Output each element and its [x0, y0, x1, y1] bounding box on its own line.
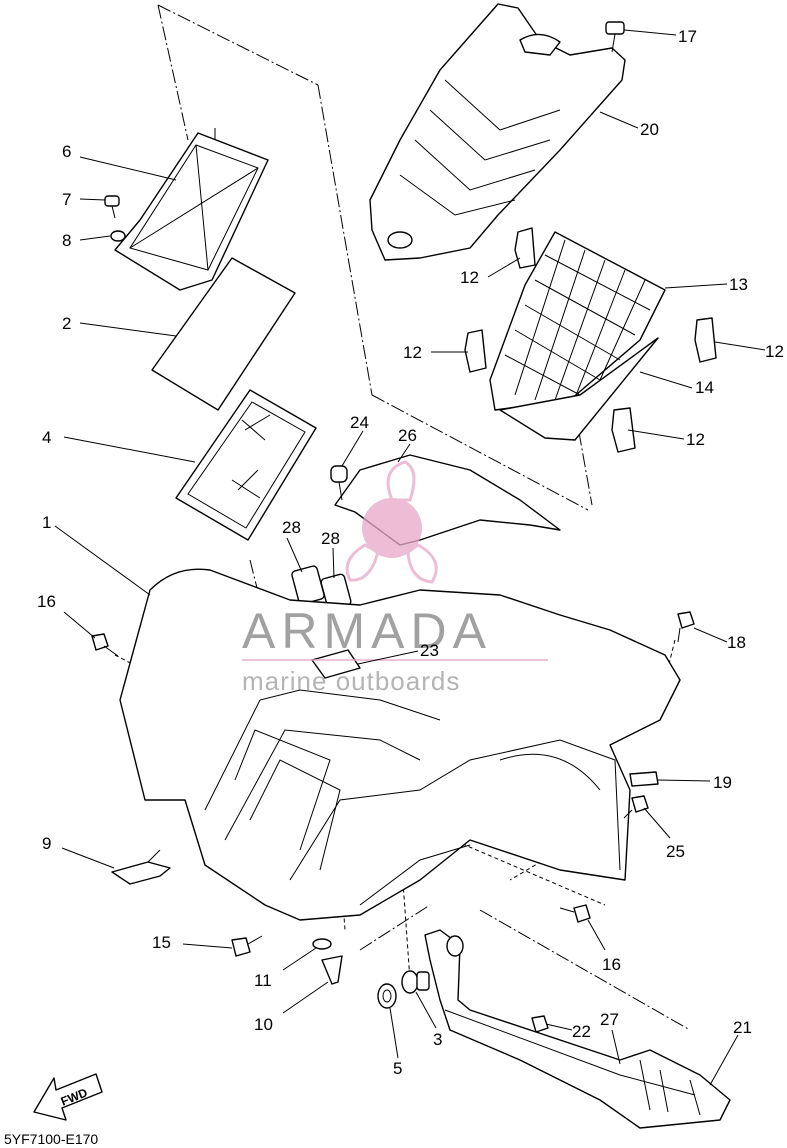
watermark-subtitle: marine outboards [242, 666, 460, 696]
callout-26: 25 [666, 842, 685, 861]
part-6-airbox-frame [114, 128, 269, 291]
part-9-wire-bundle [111, 849, 171, 885]
part-19-front-top-cover [369, 3, 626, 261]
callout-18: 19 [713, 773, 732, 792]
callout-24: 21 [733, 1018, 752, 1037]
part-11-washer [312, 938, 332, 950]
callout-23: 24 [350, 413, 369, 432]
part-23-rivet [330, 465, 348, 501]
part-21-clip [311, 649, 361, 679]
part-8-washer [110, 230, 126, 242]
fwd-direction-arrow: FWD [33, 1073, 103, 1121]
callout-14: 14 [695, 378, 714, 397]
part-20-screw [605, 21, 625, 53]
callout-28-right: 28 [321, 529, 340, 548]
watermark-title: ARMADA [242, 603, 492, 659]
callout-5: 5 [393, 1059, 402, 1078]
callout-labels: 6 7 8 2 4 1 16 9 15 11 10 5 3 22 27 21 1… [37, 27, 784, 1078]
callout-6: 6 [62, 142, 71, 161]
part-10-cap [321, 955, 343, 985]
callout-11: 11 [254, 971, 272, 990]
callout-8: 8 [62, 231, 71, 250]
part-16-bolt-right [559, 904, 591, 923]
part-18-bracket [629, 771, 659, 787]
callout-22: 26 [398, 426, 417, 445]
part-17-bolt [677, 611, 695, 643]
callout-19: 20 [640, 120, 659, 139]
drawing-code: 5YF7100-E170 [4, 1131, 98, 1147]
part-4-mesh-frame [175, 389, 317, 541]
part-15-bolt [231, 935, 263, 957]
part-7-screw [104, 195, 120, 219]
callout-13: 13 [729, 275, 748, 294]
callout-2: 2 [62, 314, 71, 333]
callout-12-bottom: 12 [686, 430, 705, 449]
callout-25: 22 [572, 1022, 591, 1041]
callout-12-left: 12 [403, 343, 422, 362]
callout-1: 1 [42, 513, 51, 532]
callout-20: 17 [678, 27, 697, 46]
callout-7: 7 [62, 190, 71, 209]
part-14-grill-backing [499, 337, 659, 441]
callout-leaders [54, 29, 766, 1086]
callout-15: 15 [152, 933, 171, 952]
callout-28-left: 28 [282, 518, 301, 537]
part-1-front-fender [119, 568, 681, 921]
armada-logo-mark [345, 460, 438, 584]
part-3-grommet [401, 970, 430, 994]
callout-16-right: 16 [602, 955, 621, 974]
callout-16-left: 16 [37, 592, 56, 611]
part-2-plate [151, 257, 296, 411]
callout-21: 23 [420, 641, 439, 660]
part-5-grommet [377, 983, 397, 1009]
part-24-front-guard [424, 929, 731, 1129]
callout-4: 4 [42, 428, 51, 447]
callout-27: 27 [600, 1010, 619, 1029]
callout-10: 10 [254, 1015, 273, 1034]
part-28-dampers [291, 565, 352, 611]
callout-3: 3 [433, 1030, 442, 1049]
callout-9: 9 [42, 834, 51, 853]
part-16-bolt-left [91, 633, 119, 657]
part-13-front-grill [489, 231, 666, 411]
callout-12-top: 12 [460, 268, 479, 287]
callout-12-right: 12 [765, 342, 784, 361]
callout-17: 18 [727, 633, 746, 652]
